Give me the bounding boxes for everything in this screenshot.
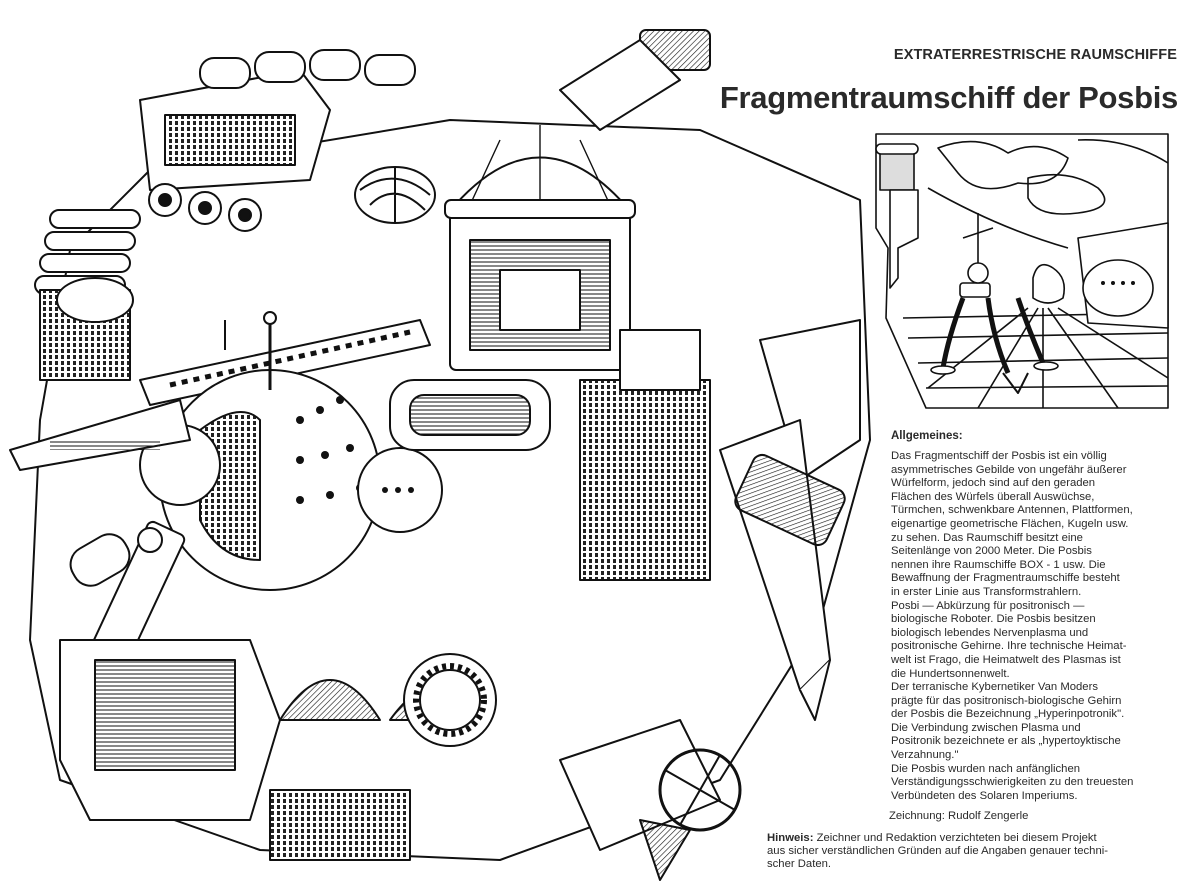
article-line: Die Verbindung zwischen Plasma und bbox=[891, 721, 1081, 734]
article-line: Seitenlänge von 2000 Meter. Die Posbis bbox=[891, 545, 1092, 558]
article-line: prägte für das positronisch-biologische … bbox=[891, 694, 1122, 707]
article-line: Posbi — Abkürzung für positronisch — bbox=[891, 599, 1085, 612]
spaceship-illustration bbox=[9, 29, 871, 881]
article-line: Verständigungsschwierigkeiten zu den tre… bbox=[891, 776, 1134, 789]
illustration-credit: Zeichnung: Rudolf Zengerle bbox=[889, 810, 1029, 822]
article-line: eigenartige geometrische Flächen, Kugeln… bbox=[891, 517, 1129, 530]
footnote-text: aus sicher verständlichen Gründen auf di… bbox=[767, 845, 1109, 858]
article-line: Positronik bezeichnete er als „hypertoyk… bbox=[891, 735, 1121, 748]
footnote-text: scher Daten. bbox=[767, 858, 832, 871]
section-kicker: EXTRATERRESTRISCHE RAUMSCHIFFE bbox=[893, 47, 1177, 63]
article-line: Türmchen, schwenkbare Antennen, Plattfor… bbox=[891, 504, 1133, 517]
article-line: in erster Linie aus Transformstrahlern. bbox=[891, 585, 1082, 598]
article-line: der Posbis die Bezeichnung „Hyperinpotro… bbox=[891, 708, 1125, 721]
article-line: die Hundertsonnenwelt. bbox=[891, 667, 1010, 680]
article-line: positronische Gehirne. Ihre technische H… bbox=[891, 640, 1127, 653]
page-title: Fragmentraumschiff der Posbis bbox=[719, 80, 1178, 115]
article-line: asymmetrisches Gebilde von ungefähr äuße… bbox=[891, 463, 1127, 476]
article-line: welt ist Frago, die Heimatwelt des Plasm… bbox=[891, 653, 1121, 666]
article-line: nennen ihre Raumschiffe BOX - 1 usw. Die bbox=[891, 558, 1106, 571]
section-heading: Allgemeines: bbox=[891, 430, 963, 442]
article-line: Verzahnung." bbox=[891, 749, 959, 762]
footnote: Hinweis: Zeichner und Redaktion verzicht… bbox=[767, 832, 1185, 872]
article-line: Der terranische Kybernetiker Van Moders bbox=[891, 681, 1098, 694]
article-line: Würfelform, jedoch sind auf den geraden bbox=[891, 477, 1096, 490]
article-line: biologisch lebendes Nervenplasma und bbox=[891, 626, 1089, 639]
article-body: Das Fragmentschiff der Posbis ist ein vö… bbox=[891, 450, 1187, 803]
footnote-label: Hinweis: bbox=[767, 832, 814, 844]
footnote-text: Zeichner und Redaktion verzichteten bei … bbox=[813, 832, 1097, 844]
article-line: biologische Roboter. Die Posbis besitzen bbox=[891, 613, 1096, 626]
inset-illustration bbox=[875, 133, 1169, 409]
article-line: Bewaffnung der Fragmentraumschiffe beste… bbox=[891, 572, 1120, 585]
article-line: Die Posbis wurden nach anfänglichen bbox=[891, 762, 1081, 775]
article-line: Flächen des Würfels überall Auswüchse, bbox=[891, 490, 1095, 503]
article-line: Verbündeten des Solaren Imperiums. bbox=[891, 789, 1078, 802]
article-line: zu sehen. Das Raumschiff besitzt eine bbox=[891, 531, 1083, 544]
article-line: Das Fragmentschiff der Posbis ist ein vö… bbox=[891, 450, 1107, 462]
